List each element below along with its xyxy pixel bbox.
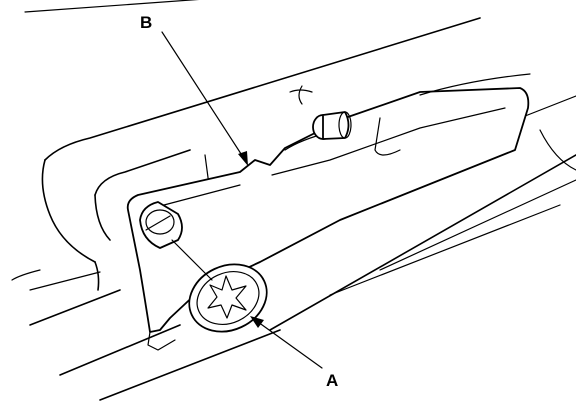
pivot-shaft [312, 111, 352, 140]
callout-a-label: A [326, 371, 338, 390]
callout-b-label: B [140, 13, 152, 32]
screw-a [188, 263, 268, 333]
nut [139, 201, 183, 249]
alignment-line [171, 239, 213, 281]
callout-a-leader [250, 316, 323, 369]
body-panel-outline [11, 0, 576, 401]
callout-b-leader [161, 31, 248, 166]
